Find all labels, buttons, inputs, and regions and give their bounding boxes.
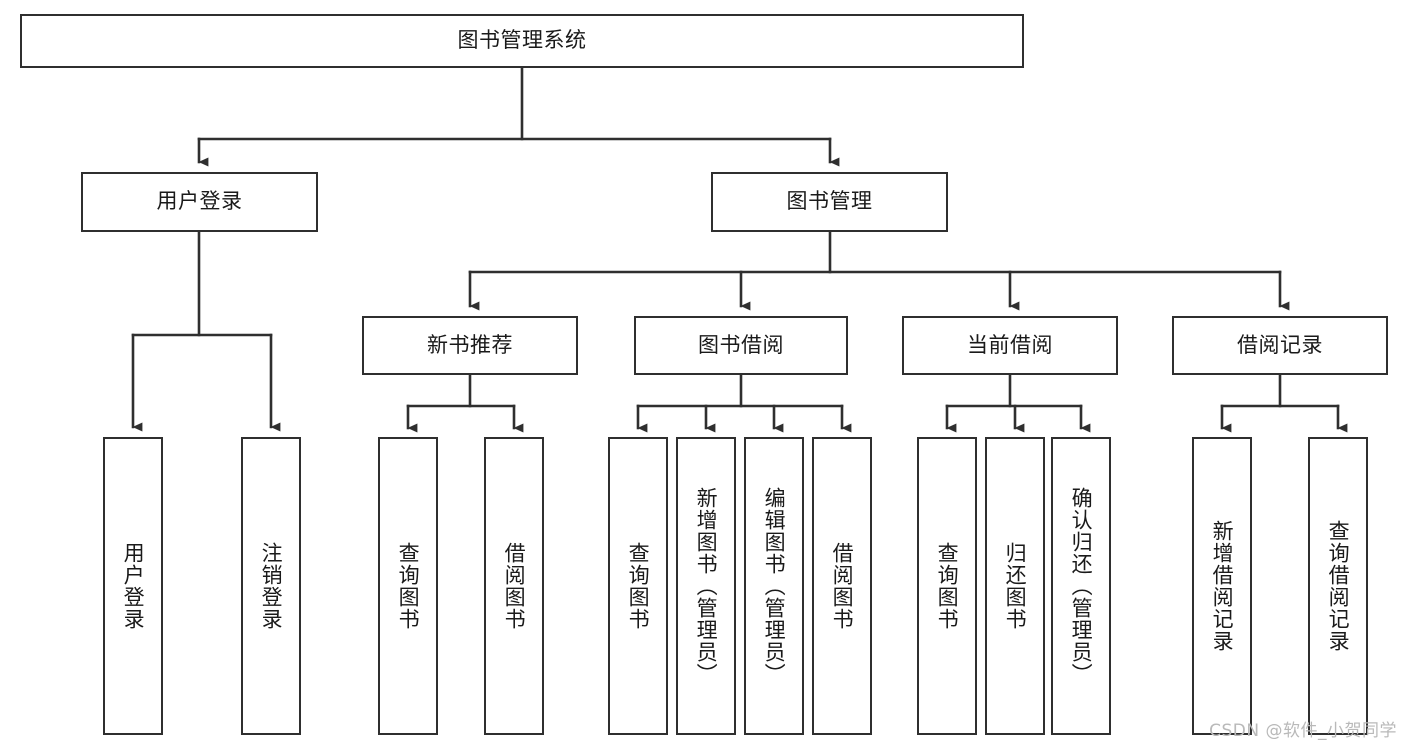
- leaf-current-borrow-confirm[interactable]: 确认归还（管理员）: [1051, 437, 1111, 735]
- node-label: 查询图书: [396, 542, 421, 630]
- leaf-book-borrow-edit[interactable]: 编辑图书（管理员）: [744, 437, 804, 735]
- node-label: 新增图书（管理员）: [694, 487, 719, 685]
- node-label: 借阅图书: [830, 542, 855, 630]
- node-label: 用户登录: [121, 542, 146, 630]
- leaf-borrow-record-add[interactable]: 新增借阅记录: [1192, 437, 1252, 735]
- leaf-current-borrow-return[interactable]: 归还图书: [985, 437, 1045, 735]
- node-label: 新增借阅记录: [1210, 520, 1235, 652]
- node-root-system[interactable]: 图书管理系统: [20, 14, 1024, 68]
- node-book-borrow[interactable]: 图书借阅: [634, 316, 848, 375]
- node-user-login[interactable]: 用户登录: [81, 172, 318, 232]
- leaf-current-borrow-query[interactable]: 查询图书: [917, 437, 977, 735]
- node-label: 查询借阅记录: [1326, 520, 1351, 652]
- node-label: 注销登录: [259, 542, 284, 630]
- leaf-book-borrow-add[interactable]: 新增图书（管理员）: [676, 437, 736, 735]
- leaf-user-login-signin[interactable]: 用户登录: [103, 437, 163, 735]
- node-label: 编辑图书（管理员）: [762, 487, 787, 685]
- node-label: 当前借阅: [967, 332, 1053, 357]
- node-label: 用户登录: [156, 189, 243, 214]
- node-label: 归还图书: [1003, 542, 1028, 630]
- node-label: 图书管理系统: [457, 28, 587, 53]
- node-current-borrow[interactable]: 当前借阅: [902, 316, 1118, 375]
- node-label: 图书借阅: [698, 332, 784, 357]
- leaf-new-book-borrow[interactable]: 借阅图书: [484, 437, 544, 735]
- watermark: CSDN @软件_小贺同学: [1209, 721, 1397, 741]
- node-new-book-recommend[interactable]: 新书推荐: [362, 316, 578, 375]
- node-label: 借阅记录: [1237, 332, 1323, 357]
- node-label: 查询图书: [626, 542, 651, 630]
- node-borrow-record[interactable]: 借阅记录: [1172, 316, 1388, 375]
- leaf-book-borrow-lend[interactable]: 借阅图书: [812, 437, 872, 735]
- node-book-management[interactable]: 图书管理: [711, 172, 948, 232]
- leaf-book-borrow-query[interactable]: 查询图书: [608, 437, 668, 735]
- leaf-new-book-query[interactable]: 查询图书: [378, 437, 438, 735]
- node-label: 新书推荐: [427, 332, 513, 357]
- leaf-borrow-record-query[interactable]: 查询借阅记录: [1308, 437, 1368, 735]
- leaf-user-login-signout[interactable]: 注销登录: [241, 437, 301, 735]
- node-label: 查询图书: [935, 542, 960, 630]
- node-label: 借阅图书: [502, 542, 527, 630]
- node-label: 图书管理: [786, 189, 873, 214]
- node-label: 确认归还（管理员）: [1069, 487, 1094, 685]
